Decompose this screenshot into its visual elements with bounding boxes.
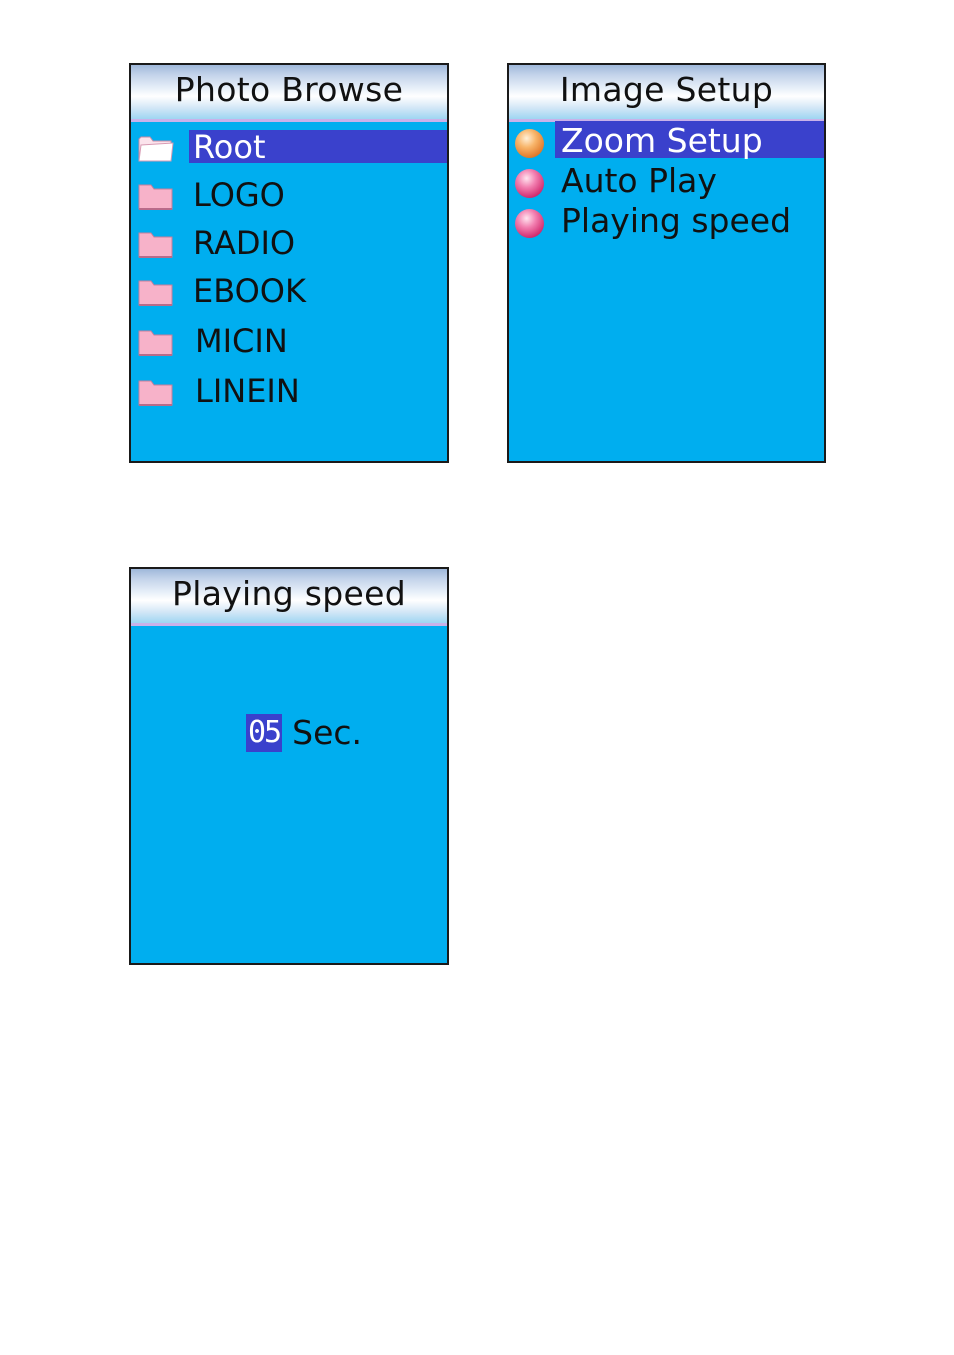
folder-item-radio[interactable]: RADIO	[131, 223, 447, 263]
menu-item-label: Zoom Setup	[557, 121, 767, 161]
folder-label: MICIN	[191, 321, 292, 361]
speed-setting: 05 Sec.	[246, 709, 362, 753]
image-setup-title: Image Setup	[509, 65, 824, 122]
folder-label: RADIO	[189, 223, 299, 263]
playing-speed-title: Playing speed	[131, 569, 447, 626]
playing-speed-screen: Playing speed 05 Sec.	[129, 567, 449, 965]
folder-item-root[interactable]: Root	[131, 127, 447, 167]
folder-icon	[138, 377, 174, 407]
menu-item-label: Playing speed	[557, 201, 795, 241]
folder-icon	[138, 181, 174, 211]
menu-item-auto-play[interactable]: Auto Play	[509, 161, 824, 201]
photo-browse-screen: Photo Browse Root LOGO RADIO EBOOK	[129, 63, 449, 463]
speed-unit-label: Sec.	[292, 711, 362, 755]
folder-label: Root	[189, 127, 270, 167]
folder-icon	[138, 277, 174, 307]
folder-item-micin[interactable]: MICIN	[131, 321, 447, 361]
active-bullet-icon	[515, 129, 544, 158]
menu-item-playing-speed[interactable]: Playing speed	[509, 201, 824, 241]
folder-label: LOGO	[189, 175, 289, 215]
bullet-icon	[515, 169, 544, 198]
folder-icon	[138, 229, 174, 259]
menu-item-zoom-setup[interactable]: Zoom Setup	[509, 121, 824, 161]
open-folder-icon	[138, 133, 174, 163]
folder-icon	[138, 327, 174, 357]
menu-item-label: Auto Play	[557, 161, 721, 201]
folder-label: LINEIN	[191, 371, 304, 411]
folder-label: EBOOK	[189, 271, 310, 311]
photo-browse-title: Photo Browse	[131, 65, 447, 122]
bullet-icon	[515, 209, 544, 238]
folder-item-linein[interactable]: LINEIN	[131, 371, 447, 411]
image-setup-screen: Image Setup Zoom Setup Auto Play Playing…	[507, 63, 826, 463]
folder-item-ebook[interactable]: EBOOK	[131, 271, 447, 311]
speed-value-field[interactable]: 05	[246, 714, 282, 752]
folder-item-logo[interactable]: LOGO	[131, 175, 447, 215]
